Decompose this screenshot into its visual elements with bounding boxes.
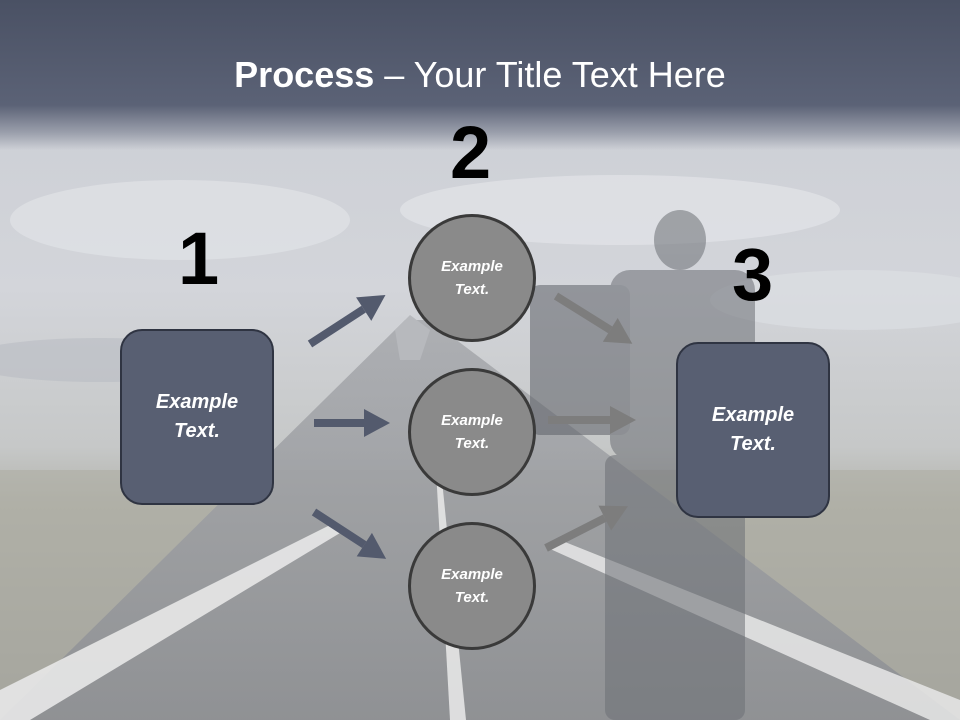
step-number-3: 3	[732, 233, 774, 316]
arrow-top-to-3	[553, 292, 633, 344]
step-3-box: Example Text.	[676, 342, 830, 518]
step-2-text-top: Example Text.	[441, 258, 503, 298]
step-1-box: Example Text.	[120, 329, 274, 505]
step-2-circle-bottom: Example Text.	[408, 522, 536, 650]
arrow-1-to-top	[307, 294, 386, 348]
arrow-1-to-middle	[314, 409, 390, 437]
step-3-text: Example Text.	[711, 404, 795, 455]
arrow-bottom-to-3	[544, 505, 628, 552]
step-1-text: Example Text.	[155, 391, 239, 442]
slide-title: Process – Your Title Text Here	[0, 54, 960, 96]
title-bold: Process	[234, 54, 375, 95]
step-number-1: 1	[178, 217, 220, 300]
title-band	[0, 0, 960, 150]
arrow-1-to-bottom	[311, 508, 387, 559]
step-2-text-middle: Example Text.	[441, 412, 503, 452]
step-2-circle-middle: Example Text.	[408, 368, 536, 496]
arrow-middle-to-3	[548, 406, 636, 434]
step-2-text-bottom: Example Text.	[441, 566, 503, 606]
step-number-2: 2	[450, 111, 492, 194]
title-rest: – Your Title Text Here	[374, 54, 726, 95]
step-2-circle-top: Example Text.	[408, 214, 536, 342]
